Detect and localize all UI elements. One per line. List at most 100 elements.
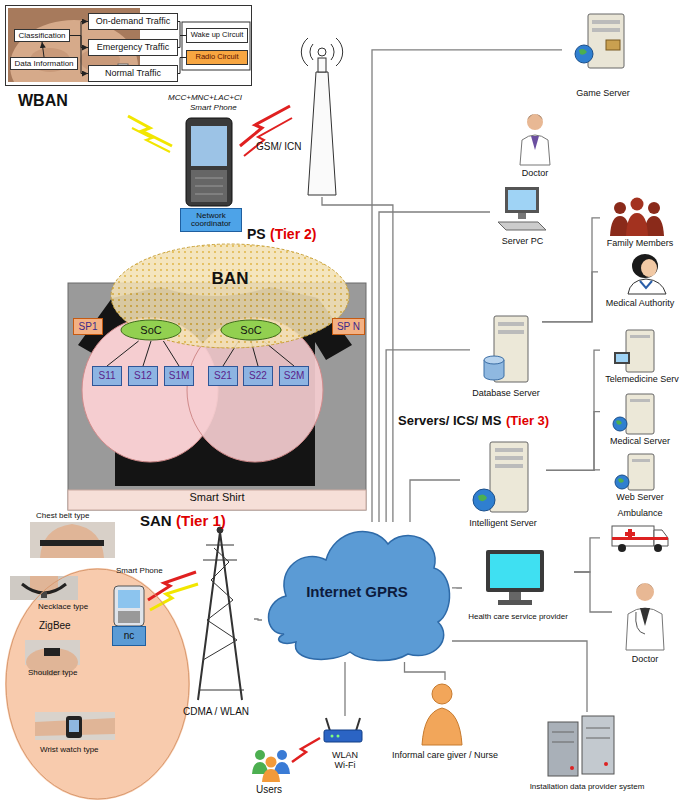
- classification-box: Classification: [14, 29, 70, 42]
- connector-line: [42, 42, 44, 57]
- soc-ellipse: SoC: [120, 319, 182, 341]
- label-text: (Tier 3): [506, 414, 549, 429]
- intelligent-server-icon: [473, 442, 528, 512]
- zigbee-ellipse: ZigBeenc: [5, 568, 190, 800]
- server-pc-icon: [498, 187, 546, 230]
- chest-belt-photo: [30, 522, 115, 558]
- label-text: Chest belt type: [36, 511, 89, 520]
- family-node: Family Members: [600, 196, 680, 252]
- soc-ellipse: SoC: [220, 319, 282, 341]
- sensor-box: S1M: [164, 366, 194, 386]
- nurse-node: Informal care giver / Nurse: [380, 680, 510, 768]
- ellipse-outline: [6, 569, 189, 799]
- cdma-tower: [198, 527, 244, 700]
- node-text: Health care service provider: [468, 612, 568, 621]
- telemedicine-server-node: Telemedicine Serv: [600, 328, 684, 388]
- circuit-group-frame: [182, 22, 250, 70]
- node-text: WBAN: [18, 92, 68, 110]
- sensor-box: S21: [208, 366, 238, 386]
- router-node: WLAN Wi-Fi: [318, 716, 372, 778]
- node-text: Normal Traffic: [105, 68, 161, 78]
- node-text: Medical Server: [610, 436, 670, 446]
- zigbee-region: [5, 568, 190, 800]
- sp-box: SP1: [73, 318, 103, 335]
- wireless-bolt: [132, 128, 170, 152]
- traffic-box: On-demand Traffic: [88, 13, 178, 30]
- smart-shirt-panel: Smart ShirtSP1SP NS11S12S1MS21S22S2M: [68, 283, 366, 510]
- connector-line: [546, 350, 600, 470]
- gsm-tower-node: GSM/ ICN: [252, 35, 347, 197]
- node-text: On-demand Traffic: [96, 16, 170, 26]
- label-text: Smart Phone: [190, 103, 237, 112]
- necklace-photo: [10, 576, 78, 600]
- cdma-tower-node: CDMA / WLAN: [178, 530, 254, 722]
- node-text: S21: [214, 370, 232, 382]
- medical-authority-node: Medical Authority: [598, 252, 682, 312]
- label-text: MCC+MNC+LAC+CI: [168, 93, 242, 102]
- ambulance-icon: [612, 526, 668, 552]
- ban-ellipse: BANSoCSoC: [110, 243, 350, 349]
- connector-line: [143, 341, 151, 366]
- node-text: ZigBee: [39, 620, 71, 632]
- connector-line: [372, 50, 562, 522]
- game-server-node: Game Server: [562, 12, 644, 102]
- medical-server-icon: [613, 394, 654, 434]
- node-text: Data Information: [14, 59, 73, 68]
- users-node: Users: [238, 744, 300, 798]
- doctor-node: Doctor: [612, 578, 678, 670]
- node-text: Radio Circuit: [196, 53, 239, 62]
- label-text: Shoulder type: [28, 668, 77, 677]
- ellipse-outline: [221, 320, 281, 340]
- installation-server-icon: [548, 716, 614, 776]
- node-text: Classification: [18, 31, 65, 40]
- database-server-icon: [484, 316, 528, 382]
- nurse-icon: [422, 684, 462, 745]
- medical-server-node: Medical Server: [600, 392, 680, 450]
- doctor-icon: [626, 583, 664, 650]
- node-text: Informal care giver / Nurse: [392, 750, 498, 760]
- ellipse-shape: [5, 568, 190, 800]
- node-text: Intelligent Server: [469, 518, 537, 528]
- connector-line: [70, 22, 88, 36]
- connector-line: [546, 412, 600, 471]
- connector-line: [70, 36, 88, 48]
- ellipse-outline: [121, 320, 181, 340]
- ambulance-node: Ambulance: [600, 508, 680, 554]
- sp-box: SP N: [332, 318, 365, 335]
- wban-frame: WBANClassificationData InformationOn-dem…: [5, 5, 252, 86]
- connector-line: [178, 22, 186, 36]
- node-text: Emergency Traffic: [97, 42, 169, 52]
- node-text: Ambulance: [617, 508, 662, 518]
- connector-line: [574, 538, 600, 572]
- connector-line: [542, 218, 600, 322]
- telemedicine-server-icon: [614, 330, 654, 372]
- node-text: Family Members: [607, 238, 674, 248]
- connector-line: [107, 341, 139, 366]
- connector-line: [163, 341, 179, 366]
- connector-line: [254, 619, 262, 620]
- web-server-node: Web Server: [600, 452, 680, 506]
- sensor-box: S22: [243, 366, 273, 386]
- sensor-box: S12: [128, 366, 158, 386]
- node-text: Telemedicine Serv: [605, 374, 679, 384]
- sensor-box: S11: [92, 366, 122, 386]
- label-text: Servers/ ICS/ MS: [398, 414, 501, 429]
- game-server-icon: [575, 14, 624, 68]
- node-text: SoC: [140, 324, 161, 337]
- label-text: (Tier 1): [176, 512, 226, 529]
- doctor-node: Doctor: [505, 110, 565, 185]
- node-text: Internet GPRS: [306, 583, 408, 600]
- monitor-icon: [486, 550, 544, 605]
- connector-line: [574, 572, 612, 612]
- label-text: Wrist watch type: [40, 745, 99, 754]
- node-text: Database Server: [472, 388, 540, 398]
- node-text: Medical Authority: [606, 298, 675, 308]
- connector-line: [452, 587, 462, 589]
- connector-line: [452, 641, 587, 712]
- connector-line: [178, 58, 186, 74]
- label-text: PS: [247, 226, 266, 242]
- connector-line: [546, 469, 600, 471]
